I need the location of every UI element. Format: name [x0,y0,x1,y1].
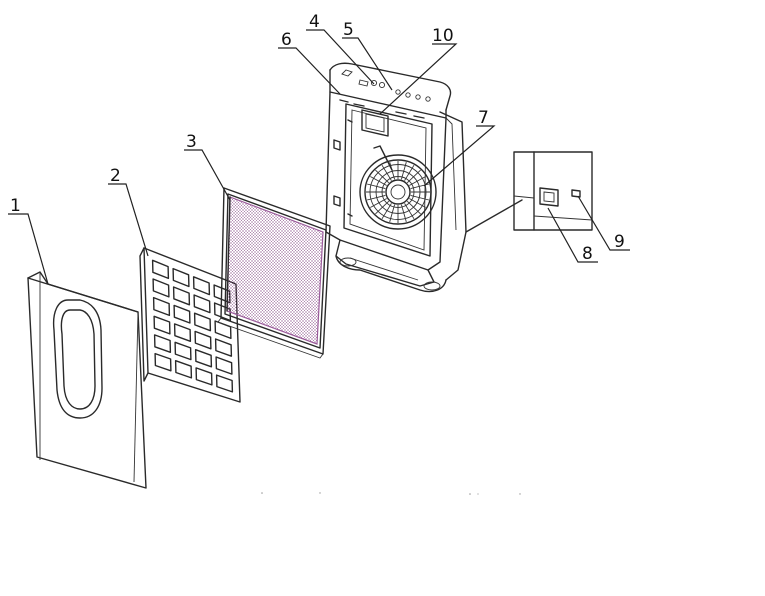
grid-cell [172,286,191,306]
grid-cell [154,352,172,372]
callout-1: 1 [10,196,21,216]
scan-specks [261,492,521,495]
grid-cell [173,304,191,324]
grid-cell [151,259,170,280]
grid-cell [194,330,212,350]
fan-ring [369,164,427,220]
grid-cell [174,341,192,361]
grid-cell [215,356,233,375]
grid-cell [195,367,213,386]
grid-cell [193,294,211,314]
grid-cell [152,296,171,317]
grid-cell [173,323,192,342]
callout-6: 6 [281,30,292,50]
front-panel [27,271,147,489]
fan-ring [375,170,421,214]
grid-cell [172,267,190,288]
grid-cell [174,360,193,379]
callout-5: 5 [343,20,354,40]
purifier-housing [325,62,523,293]
grid-cell [193,312,212,332]
detail-inset [513,151,593,231]
callout-8: 8 [582,244,593,264]
callout-labels: 1 2 3 6 4 5 10 7 8 9 [10,12,625,264]
grid-cell [214,338,233,357]
callout-4: 4 [309,12,320,32]
fan-ring [381,176,415,208]
callout-9: 9 [614,232,625,252]
grid-cell [153,315,171,335]
callout-10: 10 [432,26,454,46]
grid-cell [194,349,213,368]
callout-7: 7 [478,108,489,128]
hepa-filter [217,187,331,359]
grid-cell [152,278,170,298]
grid-cell [215,374,234,393]
grid-cell [153,334,172,353]
callout-3: 3 [186,132,197,152]
pre-filter-grid [139,247,241,403]
callout-2: 2 [110,166,121,186]
grid-cell [192,276,211,296]
leader-lines [8,29,630,285]
